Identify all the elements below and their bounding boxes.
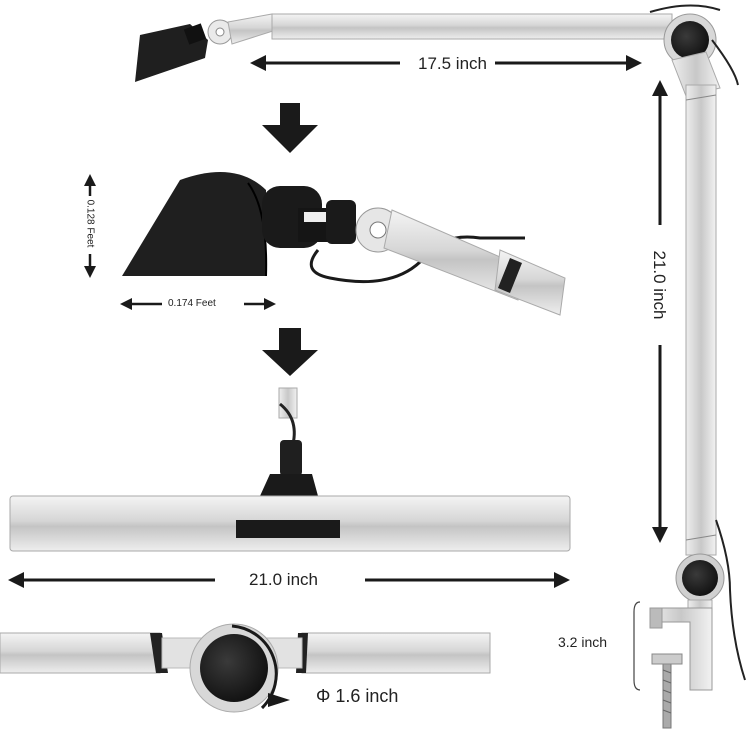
light-bar-length-label: 21.0 inch bbox=[249, 570, 318, 589]
top-cable bbox=[649, 4, 721, 13]
top-horizontal-arm bbox=[271, 13, 673, 40]
closeup-arm bbox=[383, 209, 531, 301]
light-bar-stem bbox=[278, 387, 298, 419]
light-bar-assembly bbox=[9, 387, 571, 552]
vertical-arm-length-label: 21.0 inch bbox=[650, 250, 669, 320]
closeup-shade bbox=[122, 172, 266, 276]
down-arrow-1 bbox=[262, 103, 318, 153]
down-arrow-2 bbox=[262, 328, 318, 376]
joint-diameter-arrow bbox=[268, 693, 290, 707]
shade-height-label: 0.128 Feet bbox=[84, 199, 96, 248]
joint-closeup bbox=[0, 623, 491, 713]
vertical-arm-dimension bbox=[652, 80, 668, 543]
joint-left-arm bbox=[0, 632, 161, 674]
shade-width-dimension bbox=[120, 298, 276, 310]
desk-clamp bbox=[633, 601, 713, 729]
shade-height-dimension bbox=[84, 174, 96, 278]
light-bar-switch bbox=[236, 520, 340, 538]
joint-knob bbox=[200, 634, 268, 702]
light-bar-dimension bbox=[8, 572, 570, 588]
vertical-arm-cable bbox=[715, 519, 746, 681]
light-bar-hinge bbox=[280, 440, 302, 476]
joint-right-arm bbox=[301, 632, 491, 674]
clamp-bracket bbox=[633, 601, 641, 691]
light-bar-mount bbox=[260, 474, 318, 496]
shade-width-label: 0.174 Feet bbox=[168, 298, 216, 309]
base-joint-knob bbox=[682, 560, 718, 596]
clamp-height-label: 3.2 inch bbox=[558, 634, 608, 650]
joint-diameter-label: Φ 1.6 inch bbox=[316, 686, 399, 706]
shade-closeup bbox=[122, 172, 566, 316]
vertical-arm-assembly bbox=[671, 39, 746, 681]
vertical-arm bbox=[685, 84, 717, 556]
top-elbow-knob bbox=[671, 21, 709, 59]
clamp-pad bbox=[651, 653, 683, 665]
top-arm-dimension bbox=[250, 55, 642, 71]
top-shade-neck bbox=[183, 23, 207, 45]
top-arm-length-label: 17.5 inch bbox=[418, 54, 487, 73]
top-short-link bbox=[227, 13, 277, 45]
